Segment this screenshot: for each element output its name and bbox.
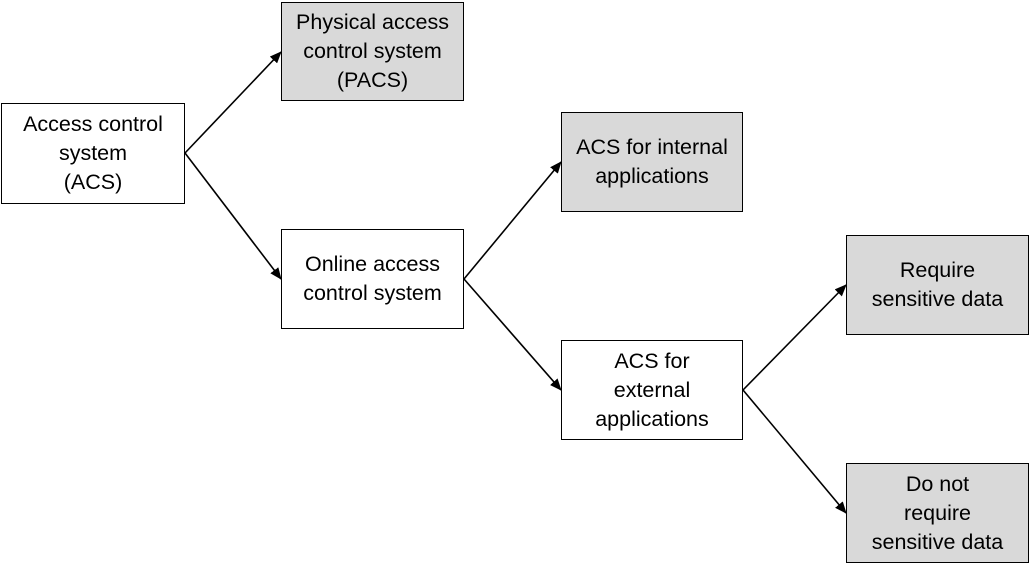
node-do-not-require-sensitive-data: Do not require sensitive data xyxy=(846,463,1029,563)
node-label-line: applications xyxy=(595,164,709,188)
node-label: Physical access control system (PACS) xyxy=(296,8,449,95)
node-label: ACS for internal applications xyxy=(576,133,728,191)
node-label-line: ACS for internal xyxy=(576,135,728,159)
node-label-line: (PACS) xyxy=(336,68,409,92)
node-label-line: Physical access xyxy=(296,10,449,34)
node-label-line: require xyxy=(904,500,971,525)
node-label-line: sensitive data xyxy=(871,529,1004,554)
node-label-line: Online access xyxy=(304,252,441,276)
node-label: ACS for external applications xyxy=(595,347,709,434)
edge-external-to-donot xyxy=(742,389,847,514)
node-access-control-system: Access control system (ACS) xyxy=(1,103,185,204)
node-label: Access control system (ACS) xyxy=(23,110,163,197)
node-label-line: (ACS) xyxy=(63,170,123,194)
node-physical-access-control-system: Physical access control system (PACS) xyxy=(281,2,464,101)
edge-online-to-internal xyxy=(463,161,562,280)
node-acs-internal-applications: ACS for internal applications xyxy=(561,112,743,212)
node-label: Require sensitive data xyxy=(872,256,1003,314)
node-label-line: ACS for xyxy=(614,348,690,373)
node-label-line: control system xyxy=(303,281,442,305)
node-label: Do not require sensitive data xyxy=(872,470,1003,557)
node-require-sensitive-data: Require sensitive data xyxy=(846,235,1029,335)
node-label-line: Do not xyxy=(905,471,970,496)
node-online-access-control-system: Online access control system xyxy=(281,229,464,329)
node-acs-external-applications: ACS for external applications xyxy=(561,340,743,440)
node-label-line: Access control xyxy=(23,112,163,136)
node-label: Online access control system xyxy=(303,250,442,308)
edge-acs-to-online xyxy=(184,152,282,280)
node-label-line: external xyxy=(613,377,691,402)
node-label-line: Require xyxy=(899,258,976,282)
node-label-line: control system xyxy=(303,39,442,63)
edge-acs-to-pacs xyxy=(184,51,282,154)
node-label-line: applications xyxy=(595,406,709,431)
node-label-line: sensitive data xyxy=(871,287,1004,311)
edge-external-to-require xyxy=(742,284,847,391)
edge-online-to-external xyxy=(463,278,562,391)
node-label-line: system xyxy=(58,141,128,165)
